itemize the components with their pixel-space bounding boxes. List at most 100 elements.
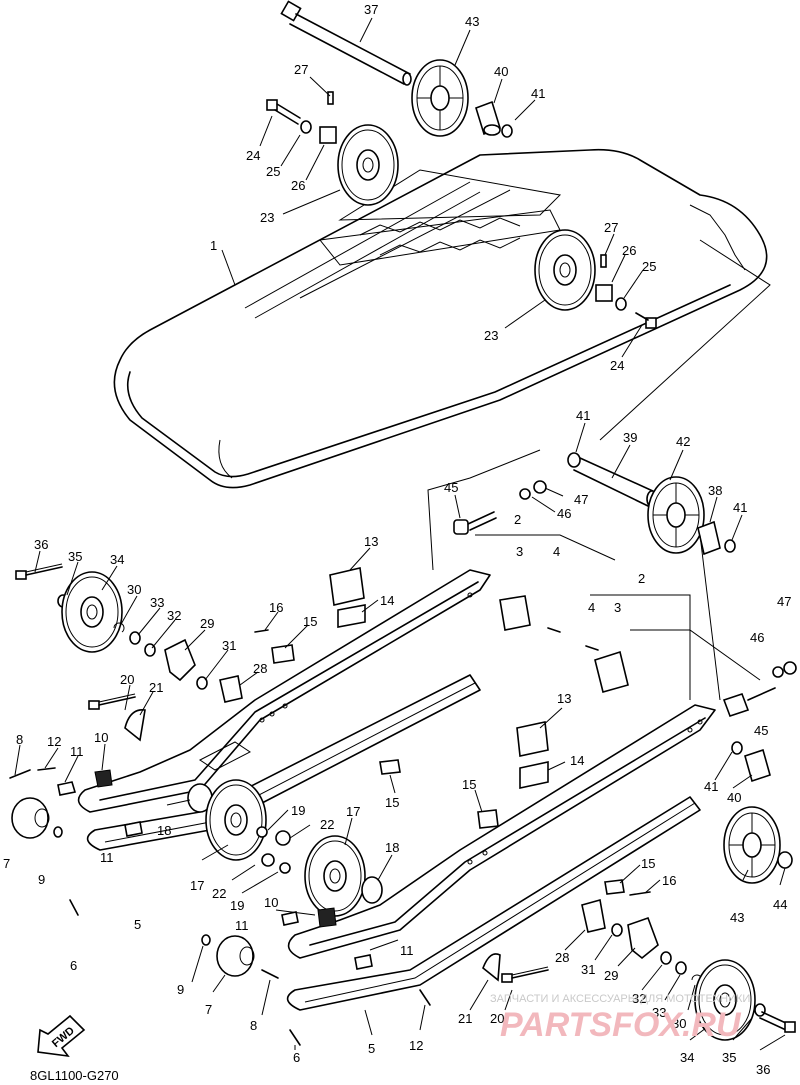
callout: 40 (727, 790, 741, 805)
callout: 17 (346, 804, 360, 819)
idler-wheel-43-top (411, 59, 469, 137)
plate-15-right (604, 879, 625, 895)
callout: 27 (604, 220, 618, 235)
washer-25-top (300, 120, 312, 134)
callout: 26 (291, 178, 305, 193)
bolt-27-top (327, 91, 334, 105)
bushing-28-upper (219, 675, 243, 703)
callout: 12 (47, 734, 61, 749)
wheel-17-upper (205, 779, 267, 861)
bolt-8-lower (261, 969, 279, 979)
callout: 9 (38, 872, 45, 887)
watermark-subtitle: ЗАПЧАСТИ И АКСЕССУАРЫ ДЛЯ МОТОТЕХНИКИ (490, 993, 750, 1005)
callout: 46 (557, 506, 571, 521)
washer-19-lower (279, 862, 291, 874)
callout: 11 (100, 850, 114, 865)
callout: 14 (570, 753, 584, 768)
callout: 30 (127, 582, 141, 597)
idler-wheel-23-mid (534, 229, 596, 311)
callout: 42 (676, 434, 690, 449)
callout: 30 (672, 1016, 686, 1031)
washer-31-lower (611, 923, 623, 937)
block-10-upper (94, 769, 113, 788)
spacer-38 (697, 520, 721, 556)
screw-6-upper (69, 899, 79, 916)
callout: 41 (704, 779, 718, 794)
callout: 35 (722, 1050, 736, 1065)
screw-6-lower (289, 1029, 301, 1046)
washer-46-lower (772, 666, 784, 678)
callout: 38 (708, 483, 722, 498)
callout: 1 (210, 238, 217, 253)
callout: 17 (190, 878, 204, 893)
collar-41-rear (567, 452, 581, 468)
callout: 11 (400, 943, 414, 958)
washer-9-lower (201, 934, 211, 946)
callout: 5 (134, 917, 141, 932)
callout: 6 (70, 958, 77, 973)
callout: 35 (68, 549, 82, 564)
wheel-17-lower (304, 835, 366, 917)
callout: 34 (680, 1050, 694, 1065)
callout: 33 (652, 1005, 666, 1020)
callout: 23 (484, 328, 498, 343)
spacer-18-lower (361, 876, 383, 904)
block-10-lower (317, 907, 337, 928)
callout: 24 (246, 148, 260, 163)
slider-11-lower (281, 911, 299, 926)
callout: 23 (260, 210, 274, 225)
callout: 10 (94, 730, 108, 745)
nut-44 (777, 851, 793, 869)
spacer-40-top (475, 100, 501, 136)
plate-21-upper (124, 709, 146, 742)
spacer-26-mid (595, 284, 613, 302)
callout: 8 (16, 732, 23, 747)
callout: 47 (777, 594, 791, 609)
callout: 22 (320, 817, 334, 832)
callout: 15 (303, 614, 317, 629)
callout: 4 (588, 600, 595, 615)
callout: 25 (266, 164, 280, 179)
bolt-4-lower (585, 645, 599, 651)
bolt-36-lower (759, 1011, 796, 1033)
collar-41-lower (731, 741, 743, 755)
bracket-2-lower (594, 650, 629, 693)
callout: 29 (604, 968, 618, 983)
stopper-14-lower (519, 761, 549, 789)
nut-22-upper (275, 830, 291, 846)
callout: 21 (149, 680, 163, 695)
callout: 34 (110, 552, 124, 567)
callout: 2 (638, 571, 645, 586)
callout: 41 (531, 86, 545, 101)
nut-47-top (533, 480, 547, 494)
rivet-12-lower (419, 989, 431, 1006)
callout: 36 (34, 537, 48, 552)
idler-wheel-23-top (337, 124, 399, 206)
callout: 32 (167, 608, 181, 623)
screw-16-upper (254, 629, 269, 633)
callout: 11 (70, 744, 84, 759)
washer-19-upper (256, 826, 268, 838)
bolt-27-mid (600, 254, 607, 268)
washer-33-lower (675, 961, 687, 975)
collar-41-right (724, 539, 736, 553)
slider-11-upper (57, 781, 77, 796)
callout: 33 (150, 595, 164, 610)
callout: 21 (458, 1011, 472, 1026)
plate-21-lower (482, 953, 501, 982)
callout: 43 (730, 910, 744, 925)
wheel-7-upper (11, 797, 50, 839)
collar-41-top (501, 124, 513, 138)
callout: 10 (264, 895, 278, 910)
callout: 29 (200, 616, 214, 631)
nut-22-lower (261, 853, 275, 867)
callout: 41 (576, 408, 590, 423)
callout: 25 (642, 259, 656, 274)
callout: 39 (623, 430, 637, 445)
assembly-outline-top (427, 239, 771, 701)
callout: 8 (250, 1018, 257, 1033)
washer-33-upper (129, 631, 141, 645)
plate-15-mid (379, 759, 401, 775)
callout: 45 (754, 723, 768, 738)
bolt-8-upper (9, 769, 31, 779)
